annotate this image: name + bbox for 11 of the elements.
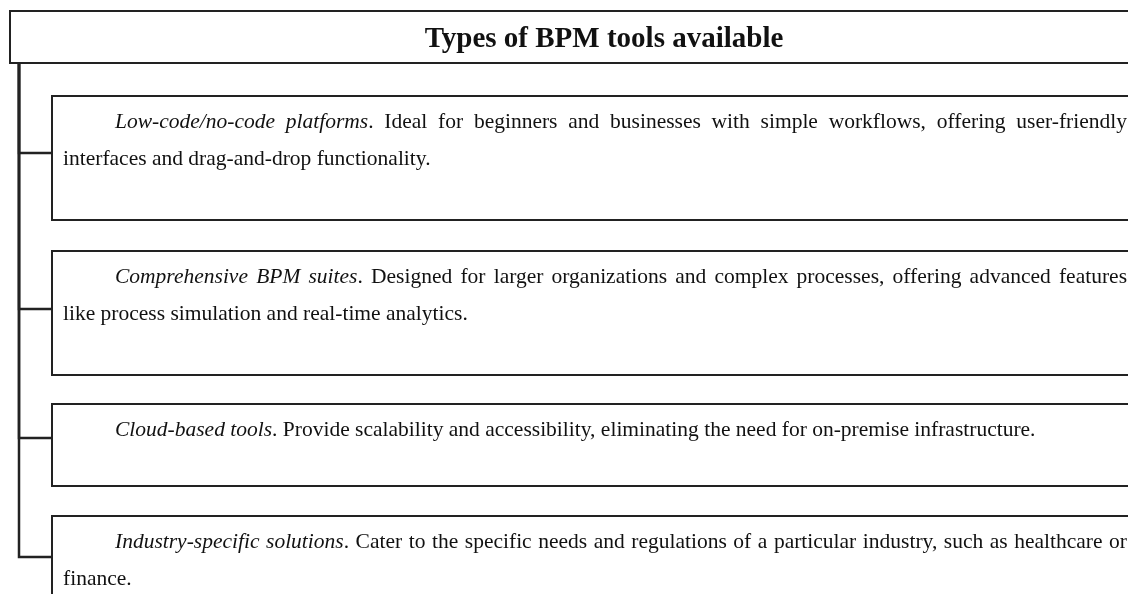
description-text: Comprehensive BPM suites. Designed for larger organizations and complex processes, offering advanced features like process simulation and real-time analytics. [63, 263, 1127, 327]
description-text: Cloud-based tools. Provide scalability and accessibility, eliminating the need for on-premise infrastructure. [114, 416, 1037, 443]
description-text: Industry-specific solutions. Cater to the specific needs and regulations of a particular industry, such as healthcare or finance. [63, 528, 1127, 592]
title-box [9, 10, 1128, 64]
title-text: Types of BPM tools available [423, 20, 784, 54]
description-text: Low-code/no-code platforms. Ideal for beginners and businesses with simple workflows, offering user-friendly interfaces and drag-and-drop functionality. [63, 108, 1127, 172]
category-box [51, 403, 1128, 487]
connector-line [17, 64, 51, 559]
category-box [51, 250, 1128, 376]
category-box [51, 95, 1128, 221]
category-box [51, 515, 1128, 594]
